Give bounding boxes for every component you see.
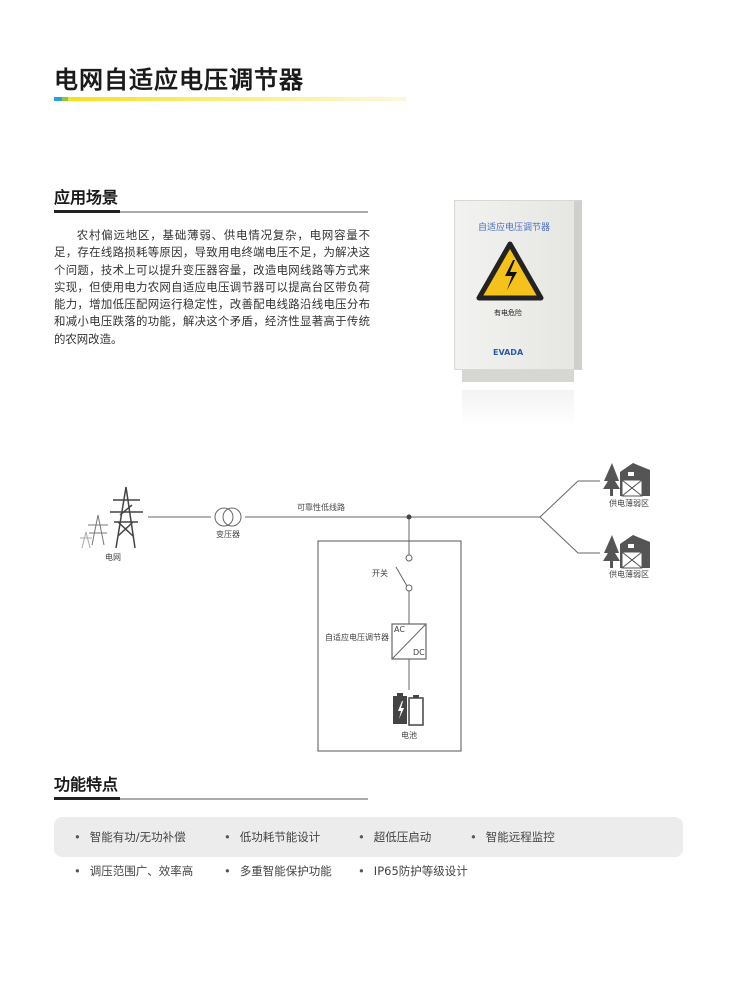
feature-item: 智能有功/无功补偿	[74, 829, 186, 845]
battery-label: 电池	[401, 731, 417, 740]
dc-label: DC	[413, 648, 425, 657]
product-panel-title: 自适应电压调节器	[478, 223, 551, 233]
feature-item: 智能远程监控	[470, 829, 555, 845]
weak-area-label-2: 供电薄弱区	[609, 570, 649, 579]
scenario-paragraph: 农村偏远地区，基础薄弱、供电情况复杂，电网容量不足，存在线路损耗等原因，导致用电…	[54, 228, 370, 346]
transformer-label: 变压器	[216, 530, 240, 539]
section-underline	[54, 210, 368, 213]
grid-label: 电网	[105, 553, 121, 562]
warning-triangle-icon	[476, 241, 544, 301]
weak-area-label-1: 供电薄弱区	[609, 499, 649, 508]
battery-icon	[393, 693, 424, 726]
section-heading-features: 功能特点	[54, 775, 119, 794]
power-tower-icon	[80, 486, 143, 549]
product-image: 自适应电压调节器 有电危险 EVADA	[448, 200, 588, 430]
section-underline	[54, 797, 368, 800]
brand-logo: EVADA	[493, 348, 524, 357]
feature-item: 低功耗节能设计	[224, 829, 321, 845]
title-underline	[54, 97, 406, 101]
feature-item: 超低压启动	[358, 829, 432, 845]
ac-label: AC	[394, 625, 405, 634]
feature-item: 调压范围广、效率高	[74, 863, 194, 879]
section-heading-scenario: 应用场景	[54, 188, 119, 207]
warning-label: 有电危险	[494, 309, 522, 317]
feature-item: IP65防护等级设计	[358, 863, 468, 879]
regulator-label: 自适应电压调节器	[325, 633, 389, 642]
farm-house-icon	[603, 463, 650, 569]
feature-item: 多重智能保护功能	[224, 863, 332, 879]
page-title: 电网自适应电压调节器	[54, 66, 304, 94]
switch-label: 开关	[372, 569, 388, 578]
line-label: 可靠性低线路	[297, 503, 345, 512]
